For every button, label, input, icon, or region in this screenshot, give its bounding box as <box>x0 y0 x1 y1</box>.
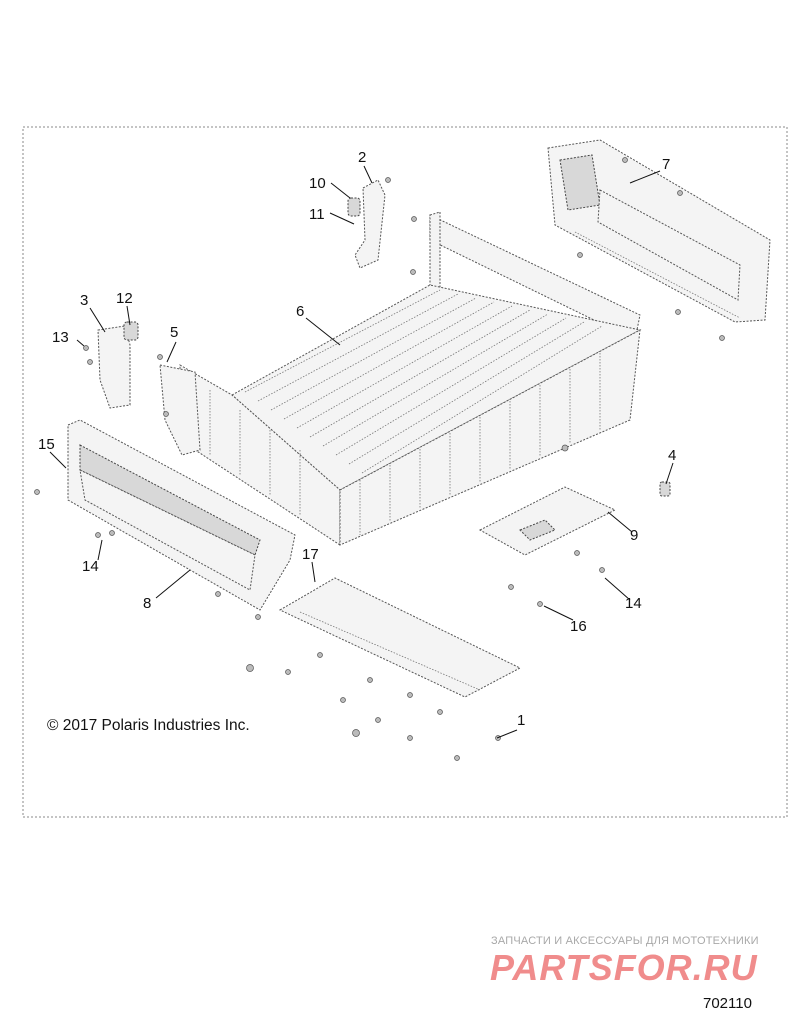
part-7-bulkhead <box>547 139 771 323</box>
cargo-box-side-ribs <box>209 353 601 535</box>
callout-1: 1 <box>517 712 525 729</box>
callout-12: 12 <box>116 290 133 307</box>
part-8-tailgate <box>67 419 296 611</box>
diagram-frame <box>22 126 788 818</box>
part-5-side-panel <box>159 364 201 456</box>
callout-7: 7 <box>662 156 670 173</box>
callout-15: 15 <box>38 436 55 453</box>
watermark-tagline: ЗАПЧАСТИ И АКСЕССУАРЫ ДЛЯ МОТОТЕХНИКИ <box>491 935 759 947</box>
leader-lines <box>49 165 674 739</box>
callout-labels: 1 2 3 4 5 6 7 8 9 10 11 12 13 14 14 15 1… <box>38 149 676 729</box>
callout-5: 5 <box>170 324 178 341</box>
part-4-clip <box>659 481 671 497</box>
drawing-number: 702110 <box>703 995 752 1012</box>
fasteners <box>34 157 725 761</box>
callout-17: 17 <box>302 546 319 563</box>
part-2-bracket <box>347 179 386 269</box>
callout-9: 9 <box>630 527 638 544</box>
part-3-bracket <box>97 321 139 409</box>
part-9-plate <box>478 486 617 556</box>
callout-6: 6 <box>296 303 304 320</box>
part-6-cargo-box <box>179 211 642 546</box>
part-17-floor-panel <box>278 577 522 698</box>
callout-8: 8 <box>143 595 151 612</box>
callout-11: 11 <box>309 206 325 223</box>
callout-16: 16 <box>570 618 587 635</box>
callout-14: 14 <box>82 558 99 575</box>
copyright-notice: © 2017 Polaris Industries Inc. <box>47 717 250 734</box>
callout-3: 3 <box>80 292 88 309</box>
callout-14-right: 14 <box>625 595 642 612</box>
callout-13: 13 <box>52 329 69 346</box>
watermark-brand: PARTSFOR.RU <box>490 947 758 988</box>
callout-4: 4 <box>668 447 676 464</box>
callout-2: 2 <box>358 149 366 166</box>
cargo-box-floor-slats <box>244 289 603 474</box>
callout-10: 10 <box>309 175 326 192</box>
